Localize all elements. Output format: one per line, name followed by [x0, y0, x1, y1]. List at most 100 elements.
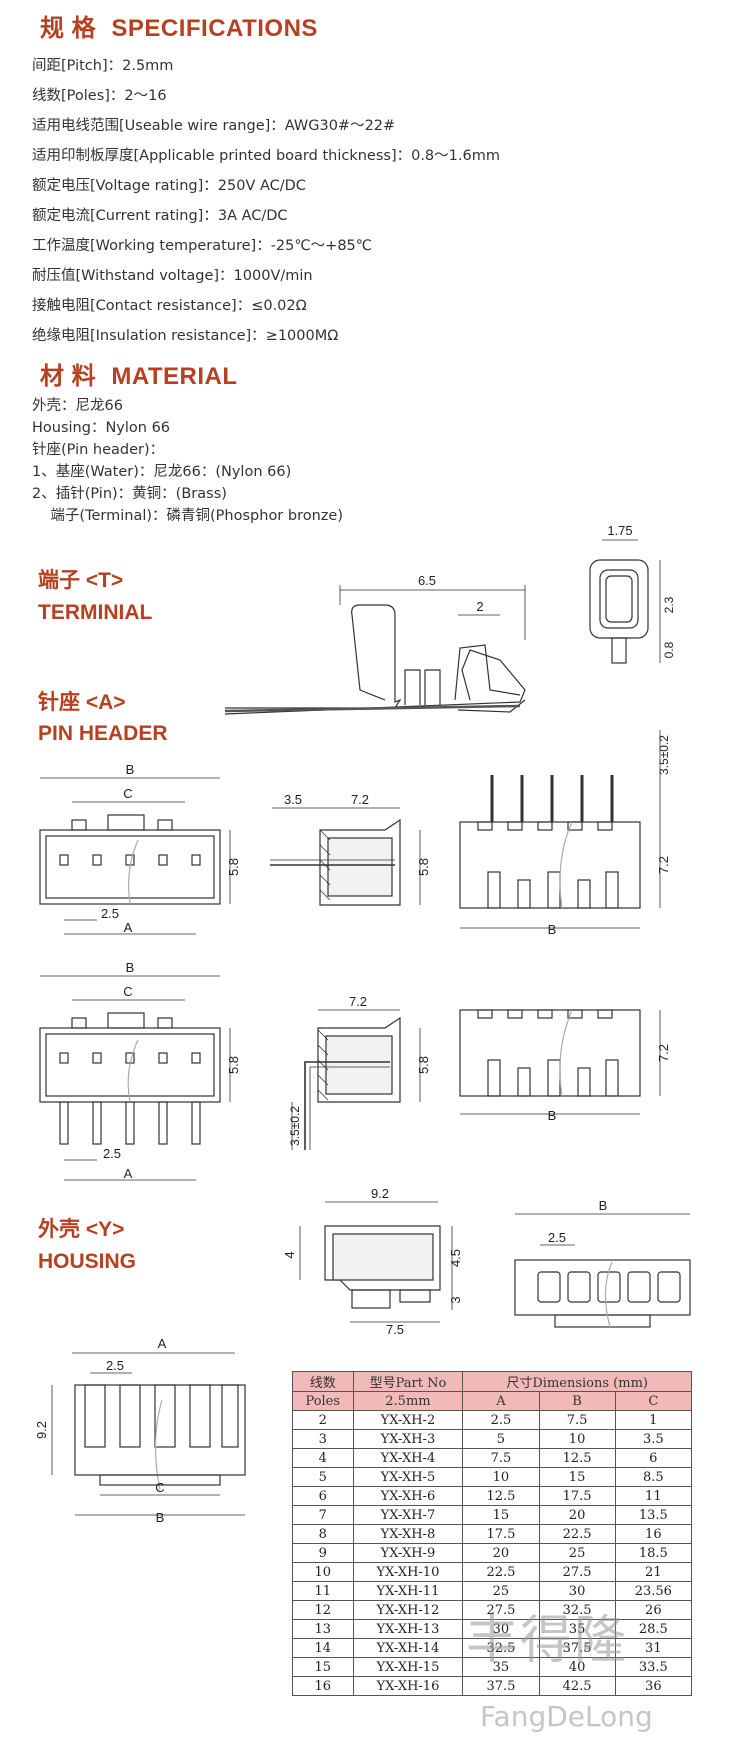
material-title-cn: 材 料	[40, 363, 97, 390]
table-cell: 13	[292, 1619, 354, 1639]
spec-line: 适用印制板厚度[Applicable printed board thickne…	[32, 148, 500, 164]
specs-title-en: SPECIFICATIONS	[111, 15, 318, 42]
table-cell: 7.5	[538, 1410, 616, 1430]
dim-housing-3: 3	[448, 1296, 463, 1303]
housing-side-drawing: 9.2 4 4.5 3 7.5	[282, 1186, 463, 1337]
material-line: 外壳：尼龙66	[32, 398, 123, 414]
table-cell: 23.56	[614, 1581, 693, 1601]
terminal-title-cn: 端子 <T>	[38, 569, 124, 592]
spec-line: 额定电压[Voltage rating]：250V AC/DC	[32, 178, 306, 194]
dim-housing-45: 4.5	[448, 1249, 463, 1267]
table-cell: 31	[614, 1638, 693, 1658]
table-cell: 2	[292, 1410, 354, 1430]
table-cell: 11	[292, 1581, 354, 1601]
spec-line: 适用电线范围[Useable wire range]：AWG30#～22#	[32, 118, 396, 134]
table-cell: YX-XH-4	[352, 1448, 464, 1468]
table-cell: 9	[292, 1543, 354, 1563]
terminal-front-drawing: 1.75 2.3 0.8	[589, 523, 676, 664]
housing-title-cn: 外壳 <Y>	[38, 1218, 125, 1241]
material-line: 端子(Terminal)：磷青铜(Phosphor bronze)	[32, 508, 343, 524]
th-dims: 尺寸Dimensions (mm)	[462, 1371, 692, 1392]
dim-housing-4: 4	[282, 1251, 297, 1258]
table-cell: YX-XH-14	[352, 1638, 464, 1658]
spec-line: 间距[Pitch]：2.5mm	[32, 58, 174, 74]
dim-side-h58: 5.8	[416, 858, 431, 876]
table-cell: 27.5	[462, 1600, 540, 1620]
table-cell: 20	[538, 1505, 616, 1525]
dim-side-72: 7.2	[351, 792, 369, 807]
dim-ph2side-72: 7.2	[349, 994, 367, 1009]
pinheader-front-drawing: B C 5.8 2.5 A	[39, 762, 241, 935]
material-line: 1、基座(Water)：尼龙66：(Nylon 66)	[32, 464, 292, 480]
table-cell: YX-XH-8	[352, 1524, 464, 1544]
dim-terminal-h1: 2.3	[662, 596, 676, 613]
table-cell: 11	[614, 1486, 693, 1506]
table-cell: 17.5	[462, 1524, 540, 1544]
dim-housingbottom-a: A	[158, 1336, 167, 1351]
table-cell: 4	[292, 1448, 354, 1468]
table-cell: 14	[292, 1638, 354, 1658]
table-cell: YX-XH-13	[352, 1619, 464, 1639]
dim-housing-75: 7.5	[386, 1322, 404, 1337]
table-cell: 5	[462, 1429, 540, 1449]
pinheader-rear-drawing: 3.5±0.2 7.2 B	[459, 730, 671, 937]
table-cell: YX-XH-11	[352, 1581, 464, 1601]
table-cell: 37.5	[462, 1676, 540, 1696]
dim-rear-b: B	[548, 922, 557, 937]
dim-ph2-h58: 5.8	[226, 1056, 241, 1074]
table-cell: YX-XH-3	[352, 1429, 464, 1449]
material-line: Housing：Nylon 66	[32, 420, 171, 436]
table-cell: 10	[538, 1429, 616, 1449]
table-cell: YX-XH-10	[352, 1562, 464, 1582]
table-cell: 8.5	[614, 1467, 693, 1487]
dim-rear-h72: 7.2	[656, 856, 671, 874]
table-cell: YX-XH-16	[352, 1676, 464, 1696]
th-part-sub: 2.5mm	[352, 1391, 464, 1411]
terminal-title-en: TERMINIAL	[38, 601, 153, 624]
table-cell: 16	[614, 1524, 693, 1544]
table-cell: 28.5	[614, 1619, 693, 1639]
table-cell: 12	[292, 1600, 354, 1620]
table-cell: YX-XH-9	[352, 1543, 464, 1563]
table-cell: 18.5	[614, 1543, 693, 1563]
table-cell: YX-XH-5	[352, 1467, 464, 1487]
dim-pinheader-pitch: 2.5	[101, 906, 119, 921]
dim-pinheader-b: B	[126, 762, 135, 777]
table-cell: 25	[538, 1543, 616, 1563]
dim-ph2side-h58: 5.8	[416, 1056, 431, 1074]
housing-front-drawing: B 2.5	[514, 1198, 691, 1328]
table-cell: 15	[538, 1467, 616, 1487]
material-title-en: MATERIAL	[111, 363, 238, 390]
dim-terminal-2: 2	[476, 599, 483, 614]
dim-housingbottom-b: B	[156, 1510, 165, 1525]
table-cell: 10	[292, 1562, 354, 1582]
specs-heading: 规 格 SPECIFICATIONS	[40, 8, 318, 43]
table-cell: 16	[292, 1676, 354, 1696]
table-cell: 25	[462, 1581, 540, 1601]
table-cell: 32.5	[462, 1638, 540, 1658]
table-cell: 42.5	[538, 1676, 616, 1696]
housing-bottom-drawing: A 2.5 9.2 C B	[34, 1336, 246, 1525]
spec-line: 额定电流[Current rating]：3A AC/DC	[32, 208, 288, 224]
dim-ph2-a: A	[124, 1166, 133, 1181]
th-part: 型号Part No	[352, 1371, 464, 1392]
dimensions-table: 线数 型号Part No 尺寸Dimensions (mm) Poles 2.5…	[292, 1371, 693, 1696]
table-cell: 15	[292, 1657, 354, 1677]
dim-housingfront-b: B	[599, 1198, 608, 1213]
table-cell: 6	[292, 1486, 354, 1506]
table-cell: 35	[462, 1657, 540, 1677]
table-cell: 20	[462, 1543, 540, 1563]
table-cell: 10	[462, 1467, 540, 1487]
table-cell: 22.5	[538, 1524, 616, 1544]
table-cell: YX-XH-6	[352, 1486, 464, 1506]
table-cell: 32.5	[538, 1600, 616, 1620]
